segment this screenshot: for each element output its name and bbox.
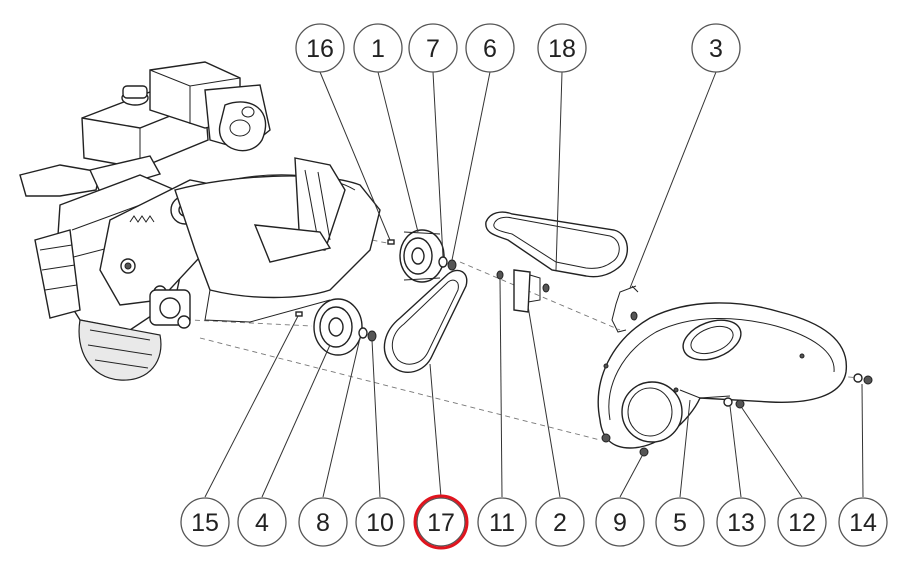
callout-17: 17 [413,494,469,550]
callout-number: 2 [553,509,567,537]
callout-number: 11 [489,509,515,537]
leader-lines [204,71,864,498]
callout-12: 12 [777,497,827,547]
callout-8: 8 [298,497,348,547]
callout-5: 5 [655,497,705,547]
key-part-15 [295,311,303,317]
callout-15: 15 [180,497,230,547]
callout-circle [716,497,766,547]
bolt-part-12 [735,399,745,409]
callout-number: 13 [727,509,755,537]
nut-part-6 [447,259,457,271]
key-part-16 [387,239,395,245]
callout-circle [298,497,348,547]
callout-number: 15 [191,509,219,537]
callout-number: 18 [548,35,576,63]
nut-part-10 [367,330,377,342]
callout-number: 9 [613,509,627,537]
callout-4: 4 [237,497,287,547]
callout-number: 6 [483,35,497,63]
callout-14: 14 [838,497,888,547]
callout-1: 1 [353,23,403,73]
callout-circle [355,497,405,547]
callout-circle [408,23,458,73]
callout-13: 13 [716,497,766,547]
callout-circle [465,23,515,73]
tension-rod-part-3 [611,285,639,333]
callout-7: 7 [408,23,458,73]
washer-part-8 [358,327,368,339]
callout-circle [416,497,466,547]
callout-circle [655,497,705,547]
callout-number: 8 [316,509,330,537]
callout-9: 9 [595,497,645,547]
callout-number: 1 [371,35,385,63]
callout-18: 18 [537,23,587,73]
bracket-part-2 [513,269,550,313]
nut-part-9 [639,447,649,457]
callout-circle [537,23,587,73]
tiller-engine-assembly [19,61,381,381]
drive-pulley-lower [313,298,363,356]
belt-guard-cover-part-5 [597,302,847,449]
callout-circle [180,497,230,547]
callout-10: 10 [355,497,405,547]
callout-circle [691,23,741,73]
callout-number: 3 [709,35,723,63]
callout-circle [237,497,287,547]
bolt-part-14 [853,373,873,385]
washer-part-7 [438,256,448,268]
callout-11: 11 [477,497,527,547]
callout-number: 7 [426,35,440,63]
callout-number: 14 [849,509,877,537]
v-belt-part-17 [383,269,468,374]
callout-circle [295,23,345,73]
highlight-ring [413,494,469,550]
drive-pulley-upper [399,229,445,283]
callout-number: 5 [673,509,687,537]
callout-circle [777,497,827,547]
callout-number: 12 [788,509,816,537]
callout-2: 2 [535,497,585,547]
callout-circle [535,497,585,547]
callout-number: 10 [366,509,394,537]
callout-circle [838,497,888,547]
callout-6: 6 [465,23,515,73]
callout-number: 4 [255,509,269,537]
screw-part-11 [496,270,504,280]
callout-number: 16 [306,35,334,63]
callout-3: 3 [691,23,741,73]
washer-part-13 [723,397,733,407]
callout-circle [595,497,645,547]
callout-16: 16 [295,23,345,73]
callout-number: 17 [427,509,455,537]
callout-circle [477,497,527,547]
callout-circle [353,23,403,73]
